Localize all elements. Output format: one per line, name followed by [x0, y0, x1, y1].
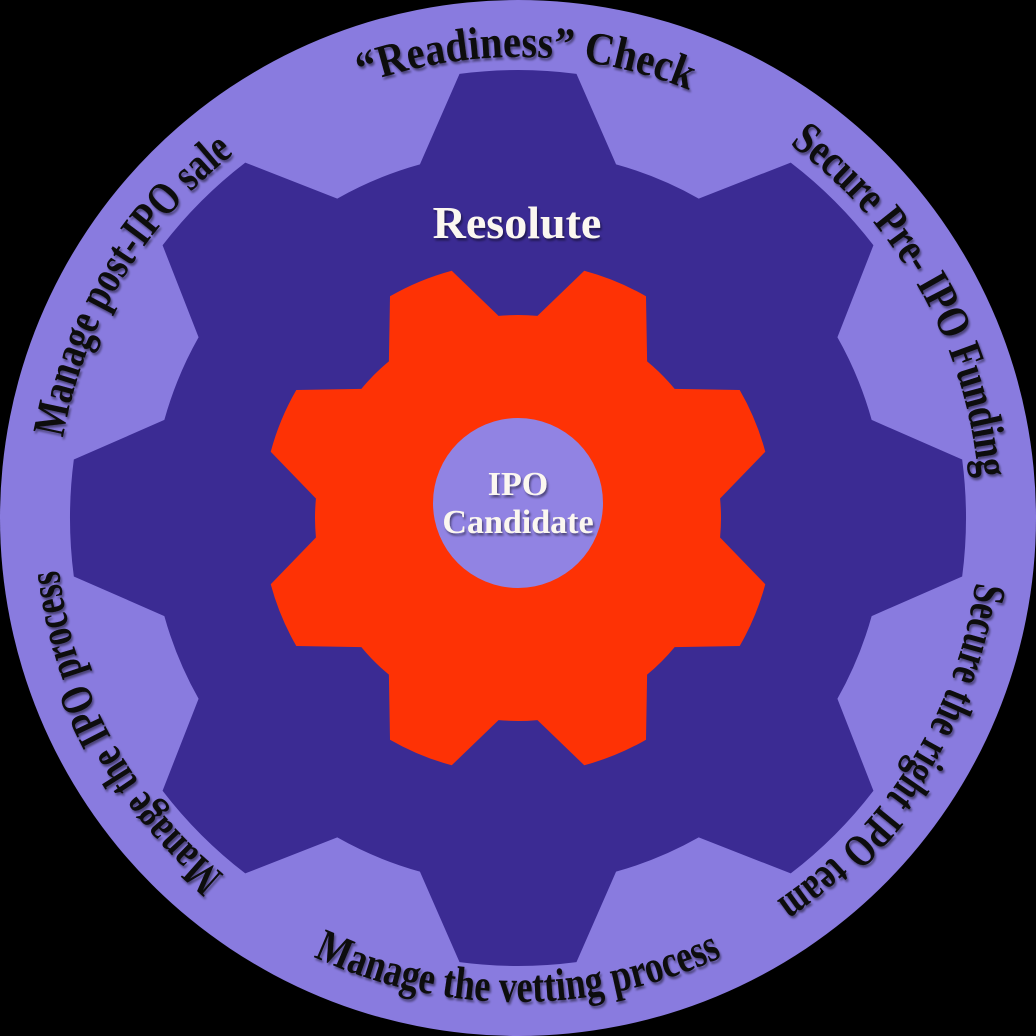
- hub-label-line2: Candidate: [442, 504, 593, 541]
- hub-circle: [433, 418, 603, 588]
- hub-label-line1: IPO: [488, 466, 548, 503]
- gear-title-label: Resolute: [433, 197, 602, 248]
